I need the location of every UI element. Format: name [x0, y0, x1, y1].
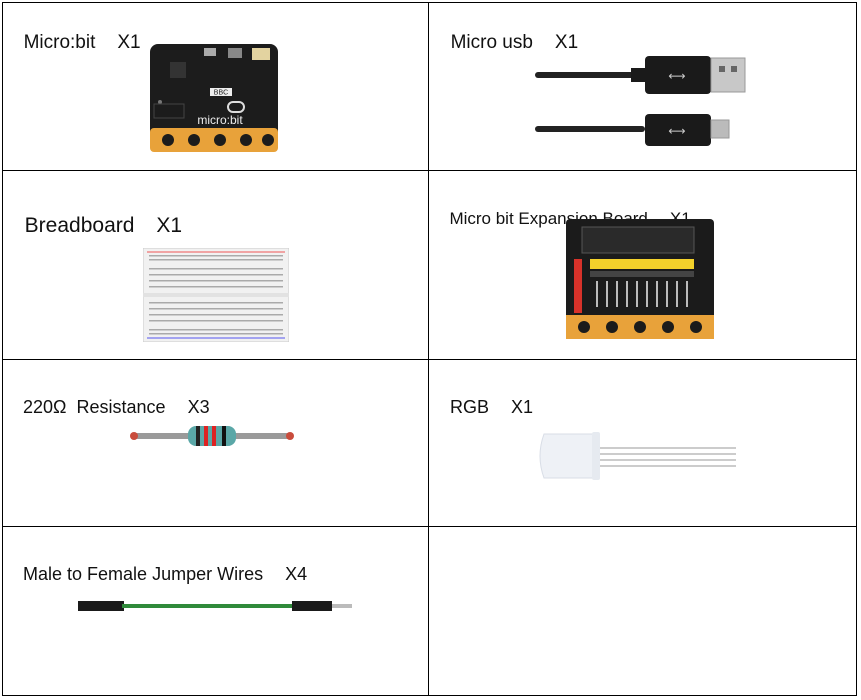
- item-name: Micro usb: [450, 32, 533, 53]
- item-qty: X1: [117, 32, 141, 53]
- microbit-logo-text: micro:bit: [197, 113, 243, 127]
- row-divider: [2, 526, 857, 527]
- row-divider: [2, 170, 857, 171]
- microbit-badge: BBC: [214, 90, 228, 97]
- svg-text:⟷: ⟷: [668, 69, 685, 83]
- item-label: Micro usb X1: [440, 10, 579, 54]
- resistor-image: [130, 426, 294, 446]
- item-label: Male to Female Jumper Wires X4: [13, 541, 307, 585]
- item-name: 220Ω Resistance: [23, 397, 166, 417]
- item-name: Micro:bit: [23, 32, 96, 53]
- row-divider: [2, 359, 857, 360]
- expansion-board-image: [566, 219, 714, 339]
- micro-usb-cable-image: ⟷ ⟷: [535, 56, 746, 146]
- item-name: Breadboard: [24, 214, 135, 237]
- item-label: RGB X1: [440, 374, 533, 418]
- item-label: 220Ω Resistance X3: [13, 374, 210, 418]
- item-qty: X1: [554, 32, 579, 53]
- item-label: Micro:bit X1: [13, 10, 141, 54]
- breadboard-image: [143, 248, 289, 342]
- svg-text:⟷: ⟷: [668, 124, 685, 138]
- item-name: RGB: [450, 397, 490, 417]
- item-name: Male to Female Jumper Wires: [23, 564, 264, 584]
- item-qty: X4: [285, 564, 308, 584]
- rgb-led-image: [539, 432, 736, 480]
- item-qty: X3: [187, 397, 210, 417]
- jumper-wire-image: [78, 601, 352, 611]
- column-divider: [428, 2, 429, 696]
- item-qty: X1: [156, 214, 183, 237]
- item-label: Breadboard X1: [13, 193, 182, 237]
- empty-cell: [429, 527, 856, 695]
- microbit-image: BBC micro:bit: [150, 44, 278, 152]
- item-qty: X1: [511, 397, 534, 417]
